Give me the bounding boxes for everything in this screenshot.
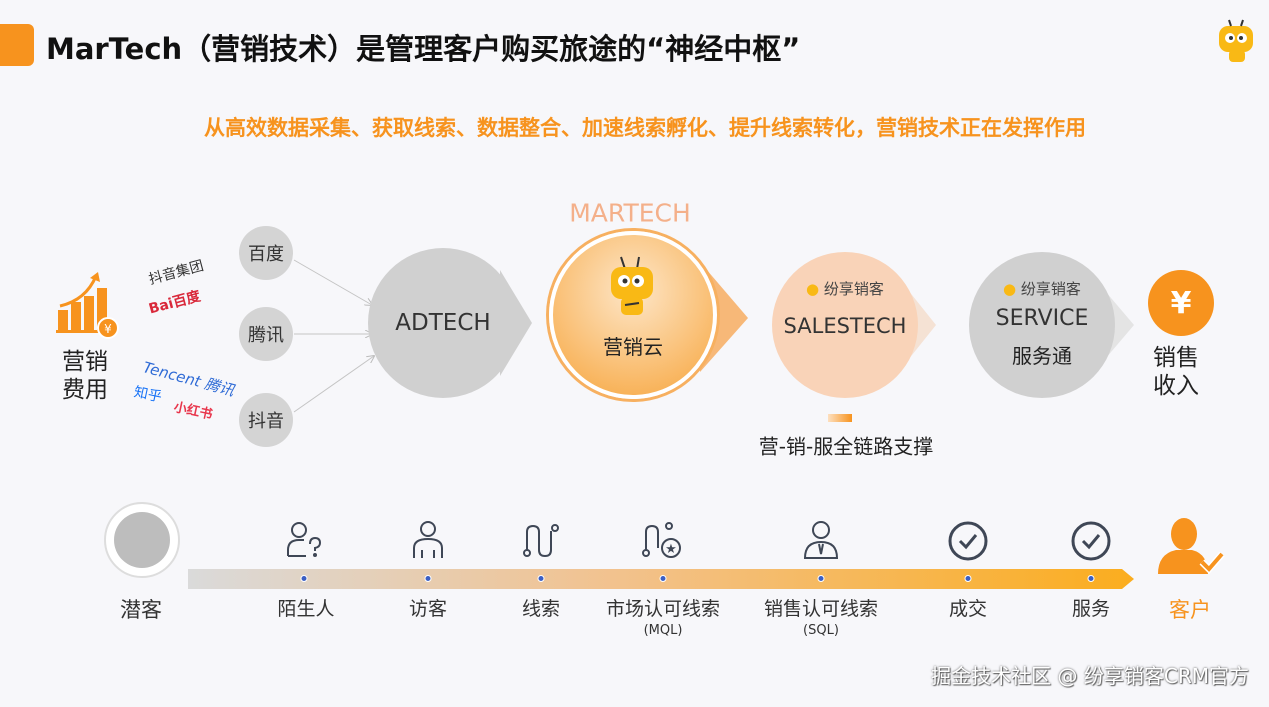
- service-brand-text: 纷享销客: [1020, 280, 1081, 298]
- step-label: 线索: [521, 598, 561, 620]
- cost-growth-icon: ¥: [56, 272, 119, 339]
- channel-label: 腾讯: [248, 325, 284, 346]
- cost-label: 营销费用: [62, 348, 108, 404]
- revenue-label: 销售收入: [1153, 344, 1199, 400]
- person-question-icon: [287, 522, 322, 557]
- revenue-line2: 收入: [1153, 373, 1199, 399]
- salestech-brand: ● 纷享销客: [772, 278, 918, 299]
- page-subtitle: 从高效数据采集、获取线索、数据整合、加速线索孵化、提升线索转化，营销技术正在发挥…: [204, 116, 1086, 140]
- journey-step: 市场认可线索 (MQL): [606, 594, 720, 638]
- prospect-avatar: [104, 502, 180, 578]
- step-label: 陌生人: [277, 598, 335, 620]
- person-icon: [413, 521, 443, 558]
- journey-step: 陌生人: [277, 594, 334, 621]
- bee-small-icon: ●: [806, 280, 820, 298]
- revenue-line1: 销售: [1153, 345, 1199, 371]
- revenue-icon: ¥: [1148, 270, 1214, 336]
- journey-step: 线索: [522, 594, 560, 621]
- bee-logo-icon: [1219, 19, 1253, 62]
- channel-baidu: 百度: [239, 226, 293, 280]
- timeline-dot: [424, 575, 432, 582]
- customer-check-icon: [1158, 518, 1225, 575]
- service-label: SERVICE: [995, 306, 1089, 331]
- journey-step: 访客: [409, 594, 447, 621]
- salestech-label: SALESTECH: [783, 314, 907, 338]
- salestech-brand-text: 纷享销客: [823, 280, 884, 298]
- path-star-icon: ★: [642, 522, 681, 558]
- support-arrow-icon: [828, 414, 852, 422]
- step-label: 销售认可线索: [763, 598, 879, 620]
- channel-tencent: 腾讯: [239, 307, 293, 361]
- martech-label: 营销云: [603, 335, 663, 359]
- timeline-dot: [964, 575, 972, 582]
- step-sub-label: (SQL): [803, 623, 839, 638]
- step-label: 访客: [408, 598, 448, 620]
- svg-text:★: ★: [665, 542, 677, 557]
- martech-stage: 营销云: [549, 231, 717, 399]
- journey-end-label: 客户: [1169, 598, 1211, 622]
- support-note: 营-销-服全链路支撑: [758, 434, 934, 459]
- step-label: 成交: [948, 598, 988, 620]
- service-stage: ● 纷享销客 SERVICE 服务通: [969, 252, 1115, 398]
- journey-step: 成交: [949, 594, 987, 621]
- svg-text:¥: ¥: [104, 322, 112, 336]
- title-accent-bar: [0, 24, 34, 66]
- salestech-stage: ● 纷享销客 SALESTECH: [772, 252, 918, 398]
- timeline-dot: [537, 575, 545, 582]
- channel-label: 百度: [248, 244, 284, 265]
- step-label: 市场认可线索: [605, 598, 721, 620]
- bee-small-icon: ●: [1003, 280, 1017, 298]
- cost-label-line2: 费用: [62, 377, 108, 403]
- cost-label-line1: 营销: [62, 349, 108, 375]
- journey-step: 服务: [1072, 594, 1110, 621]
- channel-label: 抖音: [248, 411, 284, 432]
- check-circle-icon: [948, 521, 988, 561]
- timeline-dot: [659, 575, 667, 582]
- adtech-label: ADTECH: [395, 310, 491, 336]
- journey-step: 销售认可线索 (SQL): [764, 594, 878, 638]
- service-sub-label: 服务通: [1012, 344, 1072, 368]
- check-circle-icon: [1071, 521, 1111, 561]
- adtech-stage: ADTECH: [368, 248, 518, 398]
- journey-start-label: 潜客: [120, 598, 162, 622]
- watermark: 掘金技术社区 @ 纷享销客CRM官方: [931, 664, 1249, 688]
- service-brand: ● 纷享销客: [969, 278, 1115, 299]
- bee-mascot-icon: [611, 256, 653, 315]
- step-sub-label: (MQL): [643, 623, 683, 638]
- timeline-dot: [300, 575, 308, 582]
- timeline-dot: [817, 575, 825, 582]
- page-title: MarTech（营销技术）是管理客户购买旅途的“神经中枢”: [46, 32, 801, 66]
- step-label: 服务: [1071, 598, 1111, 620]
- businessman-icon: [803, 521, 839, 559]
- timeline-dot: [1087, 575, 1095, 582]
- channel-douyin: 抖音: [239, 393, 293, 447]
- martech-heading: MARTECH: [569, 198, 691, 228]
- path-icon: [523, 524, 559, 558]
